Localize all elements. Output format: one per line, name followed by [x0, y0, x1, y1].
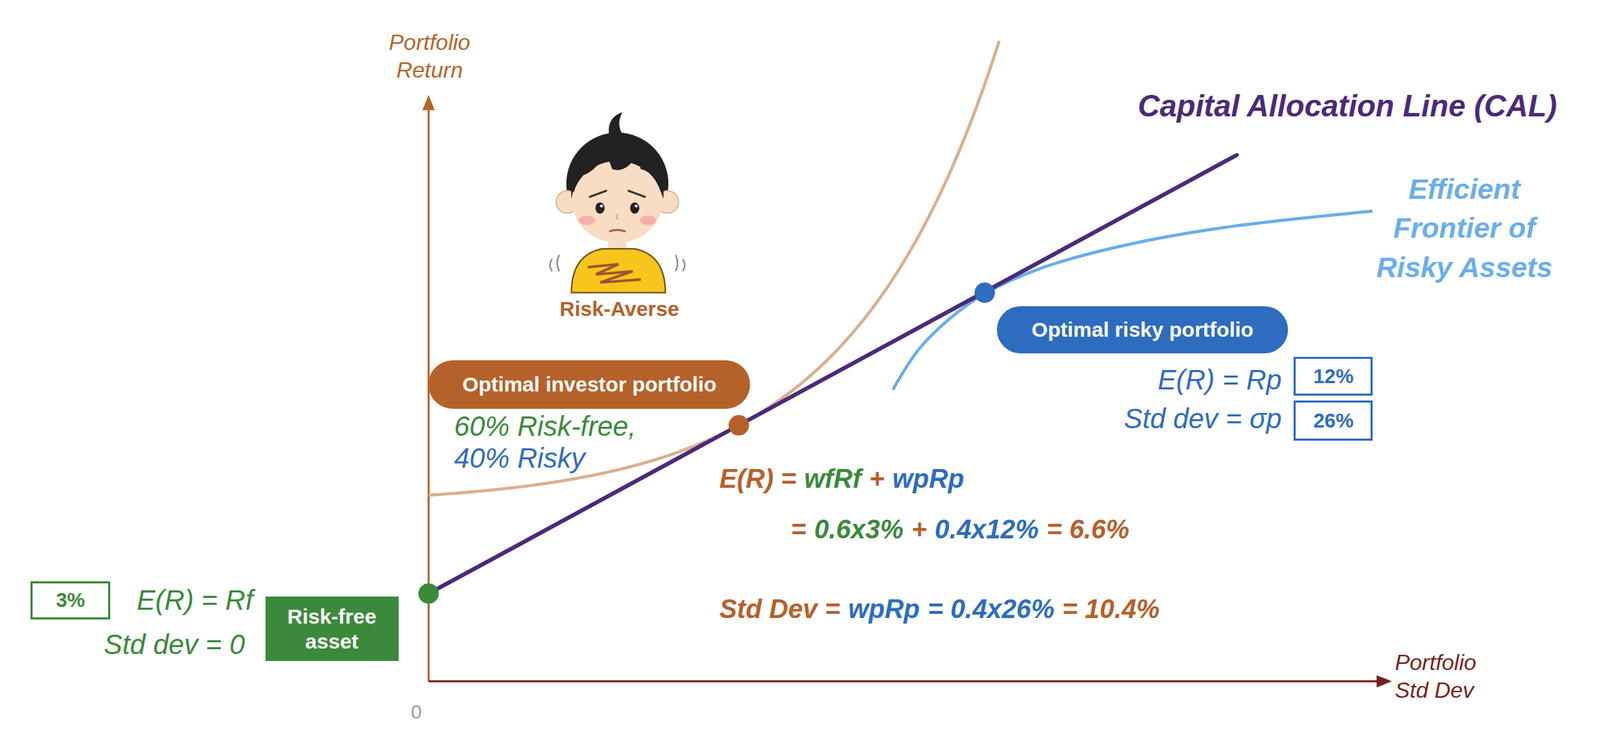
risk-averse-character [549, 112, 685, 294]
formula-term: 0.6x3% [813, 514, 904, 548]
hair-tuft [608, 112, 627, 141]
eyebrow [589, 190, 607, 197]
formula-row: =0.6x3%+0.4x12%= 6.6% [790, 514, 1130, 548]
value-box: 12% [1293, 357, 1373, 396]
formula-term: = 0.4x26% [927, 594, 1055, 628]
axis-title: Portfolio Std Dev [1394, 648, 1499, 705]
axis-title: Portfolio Return [388, 28, 471, 84]
y-axis-arrow [422, 94, 435, 111]
scaled-art [418, 40, 1393, 688]
shake-line [675, 255, 678, 272]
eye [630, 202, 640, 214]
return-label: E(R) = Rp [1157, 362, 1282, 398]
plot-lines [418, 40, 1373, 605]
capital-allocation-line [428, 155, 1237, 595]
nose [616, 214, 619, 220]
node-text: Risk-free asset [275, 604, 389, 655]
risk-free-dot [418, 583, 439, 604]
risk-label: Std dev = σp [1123, 401, 1282, 437]
blush [578, 215, 596, 225]
origin-label: 0 [411, 700, 423, 725]
shirt [571, 248, 665, 293]
indifference-curve [428, 40, 999, 496]
x-axis [428, 680, 1378, 683]
formula-term: = 10.4% [1062, 594, 1160, 628]
formula-term: + [869, 463, 885, 497]
node-text: Optimal investor portfolio [462, 372, 717, 398]
value-box: 3% [30, 581, 111, 620]
return-label: E(R) = Rf [136, 583, 254, 618]
formula-term: wfRf [804, 463, 862, 497]
curve-label: Efficient Frontier of Risky Assets [1363, 169, 1565, 288]
shake-line [682, 259, 685, 272]
node-text: 12% [1312, 364, 1354, 389]
blush [639, 215, 657, 225]
risky-portfolio-dot [974, 282, 995, 303]
formula-row: Std Dev =wpRp= 0.4x26%= 10.4% [719, 594, 1160, 628]
hair-bangs [571, 138, 664, 199]
formula-term: wpRp [892, 463, 964, 497]
shake-line [557, 255, 560, 272]
eyebrow [628, 190, 646, 197]
portfolio-pill: Optimal risky portfolio [996, 306, 1289, 354]
asset-box: Risk-free asset [265, 596, 399, 662]
eye-highlight [635, 204, 638, 208]
eye-highlight [600, 204, 604, 208]
risk-label: Std dev = 0 [103, 627, 245, 663]
formula-term: + [911, 514, 927, 548]
portfolio-pill: Optimal investor portfolio [428, 360, 751, 410]
investor-portfolio-dot [728, 415, 749, 436]
x-axis-arrow [1376, 675, 1393, 688]
formula-term: 0.4x12% [934, 514, 1039, 548]
value-box: 26% [1293, 400, 1373, 441]
node-text: 26% [1312, 409, 1354, 434]
formula-term: E(R) = [719, 463, 797, 497]
shake-line [549, 259, 552, 272]
shirt-zigzag [587, 264, 642, 283]
formula-term: = 6.6% [1046, 514, 1130, 548]
formula-row: E(R) =wfRf+wpRp [719, 463, 965, 497]
eye [595, 202, 605, 214]
line-label: Capital Allocation Line (CAL) [1137, 85, 1558, 125]
weight-label: 40% Risky [454, 440, 586, 476]
formula-term: = [790, 514, 807, 548]
node-text: 3% [56, 588, 86, 613]
weight-label: 60% Risk-free, [454, 409, 636, 444]
formula-term: Std Dev = [719, 594, 841, 628]
mouth [609, 230, 626, 232]
node-text: Optimal risky portfolio [1031, 317, 1254, 343]
character-caption: Risk-Averse [559, 296, 679, 323]
formula-term: wpRp [847, 594, 920, 628]
